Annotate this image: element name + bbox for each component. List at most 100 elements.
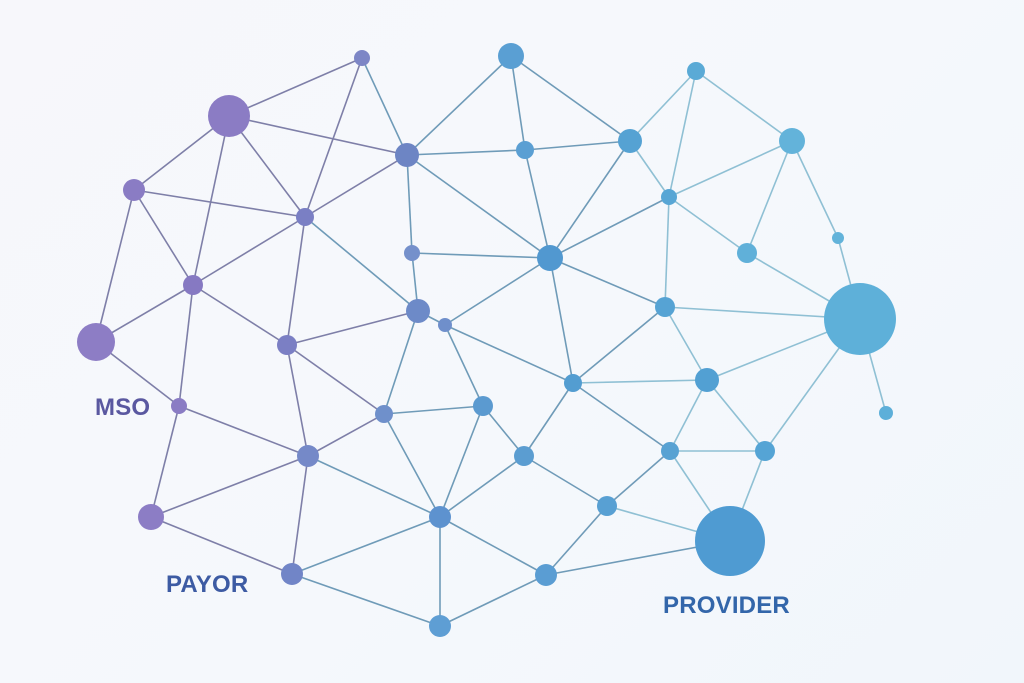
edge-13-23 — [549, 257, 574, 384]
edge-25-32 — [178, 405, 309, 457]
node-5 — [123, 179, 145, 201]
edge-26-32 — [307, 413, 385, 457]
edge-37-39 — [291, 573, 441, 627]
node-13 — [537, 245, 563, 271]
edge-38-39 — [439, 574, 547, 627]
node-34 — [429, 506, 451, 528]
edge-6-10 — [304, 154, 408, 218]
edge-19-23 — [572, 306, 666, 384]
edge-29-35 — [523, 455, 608, 507]
edge-32-33 — [150, 455, 309, 518]
edge-10-16 — [192, 216, 306, 286]
label-payor: PAYOR — [166, 571, 249, 598]
edge-6-7 — [406, 149, 526, 156]
edge-3-8 — [510, 55, 631, 142]
edge-1-10 — [304, 57, 363, 218]
node-15 — [832, 232, 844, 244]
edge-2-10 — [228, 115, 306, 218]
edge-4-9 — [695, 70, 793, 142]
edge-2-16 — [192, 115, 230, 286]
edge-16-22 — [192, 284, 288, 346]
node-18 — [438, 318, 452, 332]
node-28 — [879, 406, 893, 420]
edge-11-19 — [664, 196, 670, 308]
edge-27-34 — [439, 405, 484, 518]
edge-34-37 — [291, 516, 441, 575]
edge-9-11 — [668, 140, 793, 198]
node-25 — [171, 398, 187, 414]
edge-22-26 — [286, 344, 385, 415]
node-20 — [824, 283, 896, 355]
node-36 — [695, 506, 765, 576]
edge-5-21 — [95, 189, 135, 343]
edge-10-17 — [304, 216, 419, 312]
node-3 — [498, 43, 524, 69]
node-layer — [77, 43, 896, 637]
node-10 — [296, 208, 314, 226]
node-39 — [429, 615, 451, 637]
edge-7-8 — [524, 140, 631, 151]
node-8 — [618, 129, 642, 153]
edge-35-38 — [545, 505, 608, 576]
edge-22-32 — [286, 344, 309, 457]
edge-24-31 — [706, 379, 766, 452]
edge-3-6 — [406, 55, 512, 156]
node-16 — [183, 275, 203, 295]
node-9 — [779, 128, 805, 154]
edge-24-30 — [669, 379, 708, 452]
edge-23-30 — [572, 382, 671, 452]
node-4 — [687, 62, 705, 80]
edge-33-37 — [150, 516, 293, 575]
edge-30-35 — [606, 450, 671, 507]
edge-6-13 — [406, 154, 551, 259]
edge-13-18 — [444, 257, 551, 326]
node-37 — [281, 563, 303, 585]
node-22 — [277, 335, 297, 355]
node-33 — [138, 504, 164, 530]
label-mso: MSO — [95, 394, 151, 421]
node-21 — [77, 323, 115, 361]
edge-10-22 — [286, 216, 306, 346]
edge-2-6 — [228, 115, 408, 156]
edge-7-13 — [524, 149, 551, 259]
label-provider: PROVIDER — [663, 592, 790, 619]
node-31 — [755, 441, 775, 461]
edge-5-10 — [133, 189, 306, 218]
edge-32-37 — [291, 455, 309, 575]
node-24 — [695, 368, 719, 392]
edge-4-11 — [668, 70, 697, 198]
node-7 — [516, 141, 534, 159]
edge-12-13 — [411, 252, 551, 259]
node-23 — [564, 374, 582, 392]
edge-6-12 — [406, 154, 413, 254]
node-14 — [737, 243, 757, 263]
edge-26-34 — [383, 413, 441, 518]
edge-4-8 — [629, 70, 697, 142]
edge-23-24 — [572, 379, 708, 384]
edge-34-38 — [439, 516, 547, 576]
node-35 — [597, 496, 617, 516]
edge-25-33 — [150, 405, 180, 518]
edge-11-14 — [668, 196, 748, 254]
node-12 — [404, 245, 420, 261]
edge-9-14 — [746, 140, 793, 254]
edge-11-13 — [549, 196, 670, 259]
node-6 — [395, 143, 419, 167]
edge-layer — [95, 55, 887, 627]
node-30 — [661, 442, 679, 460]
edge-13-19 — [549, 257, 666, 308]
edge-19-24 — [664, 306, 708, 381]
node-26 — [375, 405, 393, 423]
edge-32-34 — [307, 455, 441, 518]
edge-23-29 — [523, 382, 574, 457]
edge-17-26 — [383, 310, 419, 415]
edge-29-34 — [439, 455, 525, 518]
edge-1-6 — [361, 57, 408, 156]
edge-26-27 — [383, 405, 484, 415]
edge-17-22 — [286, 310, 419, 346]
node-1 — [354, 50, 370, 66]
node-17 — [406, 299, 430, 323]
edge-27-29 — [482, 405, 525, 457]
edge-18-23 — [444, 324, 574, 384]
